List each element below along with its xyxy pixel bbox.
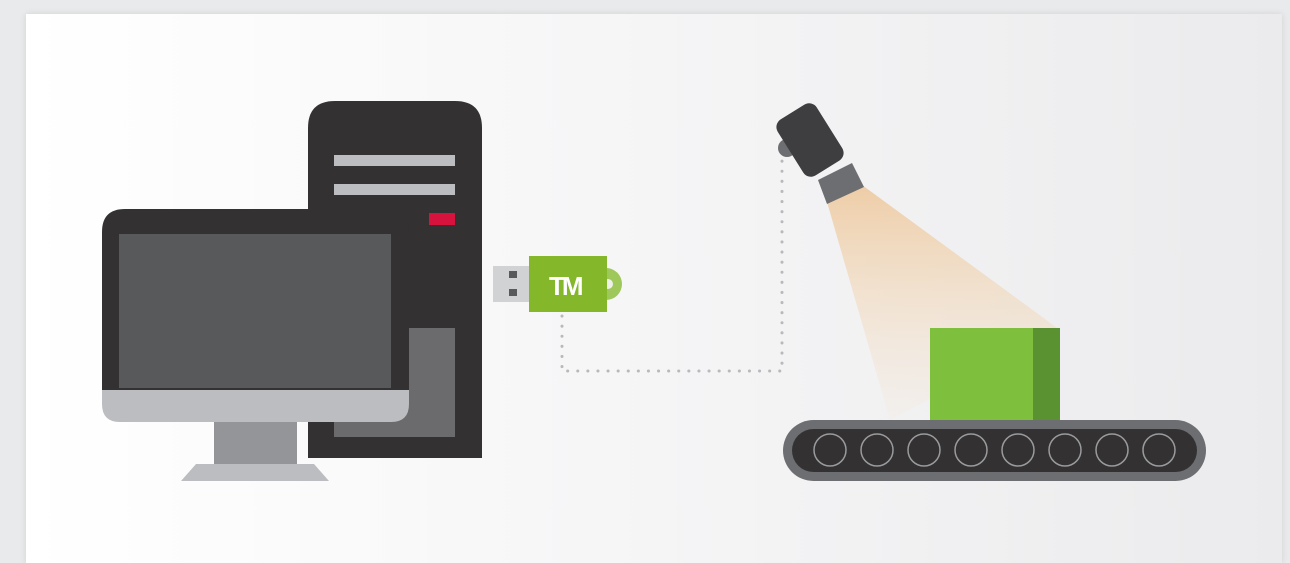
monitor-neck <box>214 422 297 464</box>
box-side <box>1033 328 1060 422</box>
dongle-label: TM <box>549 271 582 301</box>
roller <box>1049 434 1081 466</box>
roller <box>908 434 940 466</box>
status-light <box>429 213 455 225</box>
monitor-screen <box>119 234 391 388</box>
camera-icon <box>773 100 864 204</box>
box-front <box>930 328 1033 422</box>
monitor-chin <box>102 390 409 422</box>
roller <box>1096 434 1128 466</box>
belt-inner <box>792 429 1197 472</box>
box-icon <box>930 328 1060 422</box>
roller <box>1143 434 1175 466</box>
monitor-base <box>181 464 329 481</box>
usb-dongle-icon: TM <box>493 256 622 312</box>
camera-body <box>773 100 847 180</box>
roller <box>861 434 893 466</box>
roller <box>955 434 987 466</box>
conveyor-belt-icon <box>783 420 1206 481</box>
drive-bay-slot <box>334 155 455 166</box>
roller <box>1002 434 1034 466</box>
drive-bay-slot <box>334 184 455 195</box>
roller <box>814 434 846 466</box>
